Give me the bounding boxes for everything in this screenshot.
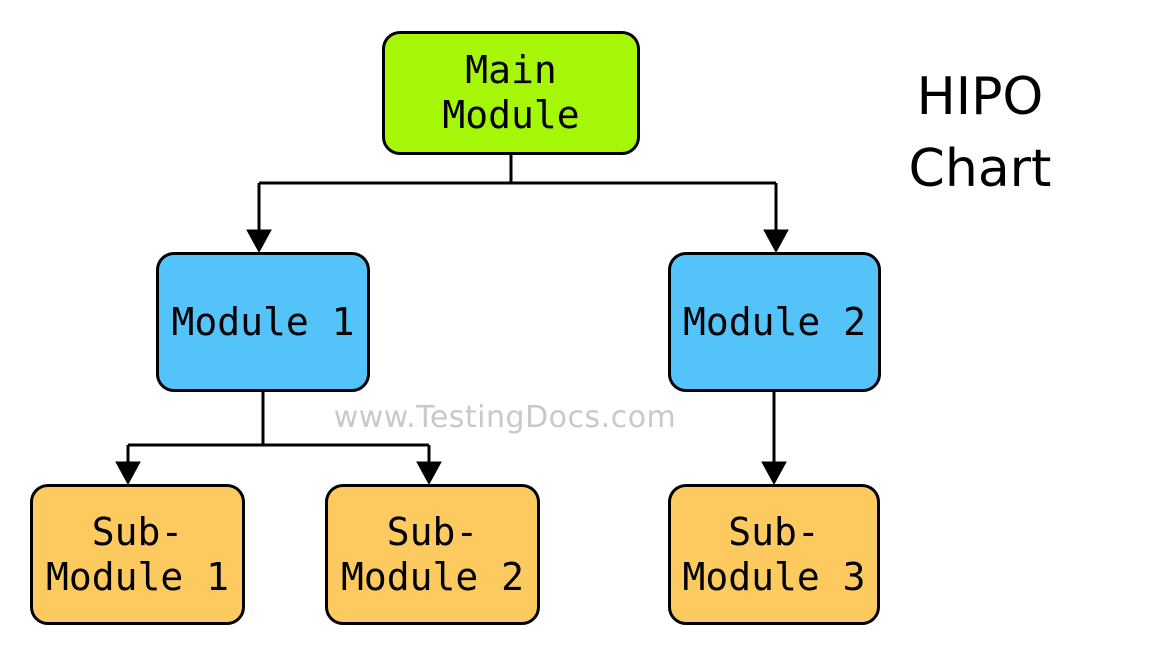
edge-main-to-modules	[246, 155, 789, 254]
node-sub-module-3[interactable]: Sub- Module 3	[668, 484, 880, 625]
node-sub-module-2[interactable]: Sub- Module 2	[325, 484, 540, 625]
watermark-text: www.TestingDocs.com	[333, 400, 677, 435]
node-main-module[interactable]: Main Module	[382, 31, 640, 155]
node-sub-module-1[interactable]: Sub- Module 1	[30, 484, 245, 625]
node-module-2[interactable]: Module 2	[668, 252, 881, 392]
edge-module2-to-sub-module-3	[761, 392, 787, 486]
arrowhead-to-sub-module-1	[115, 461, 141, 486]
arrowhead-to-sub-module-3	[761, 461, 787, 486]
node-module-1[interactable]: Module 1	[156, 252, 370, 392]
diagram-title: HIPO Chart	[908, 67, 1052, 199]
arrowhead-to-module-1	[246, 229, 272, 254]
arrowhead-to-module-2	[763, 229, 789, 254]
arrowhead-to-sub-module-2	[416, 461, 442, 486]
